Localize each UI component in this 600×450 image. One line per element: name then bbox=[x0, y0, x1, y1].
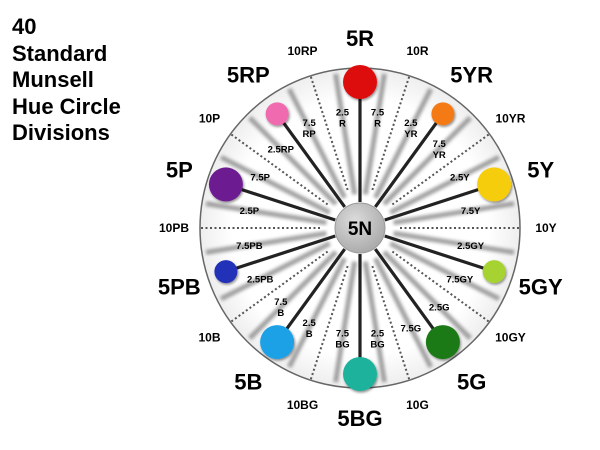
spoke-2-5-7-5-hue bbox=[362, 261, 387, 383]
spoke-2-5-7-5-hue bbox=[333, 73, 358, 195]
spoke-2-5-7-5-hue bbox=[373, 87, 434, 199]
major-hue-label-5bg: 5BG bbox=[337, 406, 382, 431]
spoke-10-hue bbox=[371, 265, 411, 380]
hue-label-7-5pb: 7.5PB bbox=[236, 241, 263, 252]
hue-dot-5b bbox=[260, 325, 295, 360]
hue-label-7-5gy: 7.5GY bbox=[446, 274, 474, 285]
hue-label-7-5p: 7.5P bbox=[250, 173, 270, 184]
hue-dot-5yr bbox=[431, 102, 455, 126]
hue-dot-layer bbox=[208, 65, 512, 391]
hue-label-7-5g: 7.5G bbox=[401, 323, 422, 334]
spoke-2-5-7-5-hue bbox=[219, 241, 331, 302]
major-hue-label-5gy: 5GY bbox=[519, 275, 563, 300]
spoke-10-hue bbox=[371, 76, 411, 191]
hue-dot-5y bbox=[477, 167, 512, 202]
hue-label-10yr: 10YR bbox=[495, 112, 525, 126]
hue-dot-5p bbox=[208, 167, 243, 202]
major-hue-label-5p: 5P bbox=[166, 157, 193, 182]
title-line-5: Divisions bbox=[12, 120, 110, 145]
hue-label-10pb: 10PB bbox=[159, 221, 189, 235]
hue-dot-5gy bbox=[482, 260, 506, 284]
spoke-2-5-7-5-hue bbox=[247, 115, 338, 206]
hue-label-2-5rp: 2.5RP bbox=[268, 144, 295, 155]
hue-label-7-5y: 7.5Y bbox=[461, 206, 481, 217]
spoke-2-5-7-5-hue bbox=[286, 257, 347, 369]
major-hue-label-5y: 5Y bbox=[527, 157, 554, 182]
hue-label-10y: 10Y bbox=[535, 221, 556, 235]
spoke-2-5-7-5-hue bbox=[205, 230, 327, 255]
hue-dot-5bg bbox=[343, 357, 377, 391]
diagram-title: 40 Standard Munsell Hue Circle Divisions bbox=[12, 14, 162, 147]
hue-dot-5rp bbox=[265, 102, 289, 126]
title-line-3: Munsell bbox=[12, 67, 94, 92]
title-line-2: Standard bbox=[12, 40, 108, 66]
spoke-10-hue bbox=[309, 265, 349, 380]
hue-label-2-5y: 2.5Y bbox=[450, 173, 470, 184]
spoke-10-hue bbox=[309, 76, 349, 191]
spoke-2-5-7-5-hue bbox=[247, 250, 338, 341]
spoke-2-5-7-5-hue bbox=[382, 250, 473, 341]
spoke-10-hue bbox=[230, 133, 329, 206]
spoke-2-5-7-5-hue bbox=[219, 154, 331, 215]
spoke-2-5-7-5-hue bbox=[393, 230, 515, 255]
title-line-1: 40 bbox=[12, 14, 37, 39]
label-layer: 5R 5YR 5Y 5GY 5G 5BG 5B 5PB 5P 5RP 10R 10YR 10Y 10GY 1… bbox=[158, 26, 563, 431]
neutral-center bbox=[334, 202, 386, 254]
major-hue-label-5pb: 5PB bbox=[158, 275, 201, 300]
spoke-2-5-7-5-hue bbox=[373, 257, 434, 369]
hue-label-2-5pb: 2.5PB bbox=[247, 274, 274, 285]
spoke-2-5-7-5-hue bbox=[205, 201, 327, 226]
major-hue-label-5g: 5G bbox=[457, 370, 486, 395]
hue-label-10b: 10B bbox=[199, 330, 221, 344]
spoke-2-5-7-5-hue bbox=[362, 73, 387, 195]
hue-label-2-5g: 2.5G bbox=[429, 303, 450, 314]
major-hue-label-5r: 5R bbox=[346, 26, 374, 51]
hue-label-10g: 10G bbox=[406, 398, 429, 412]
spoke-10-hue bbox=[391, 133, 490, 206]
hue-dot-5r bbox=[343, 65, 377, 99]
hue-label-10gy: 10GY bbox=[495, 330, 526, 344]
spoke-2-5-7-5-hue bbox=[333, 261, 358, 383]
major-hue-label-5rp: 5RP bbox=[227, 62, 270, 87]
hue-label-10p: 10P bbox=[199, 112, 220, 126]
major-hue-label-5yr: 5YR bbox=[450, 62, 493, 87]
spoke-2-5-7-5-hue bbox=[382, 115, 473, 206]
hue-label-10r: 10R bbox=[406, 44, 428, 58]
hue-label-2-5p: 2.5P bbox=[240, 206, 260, 217]
spoke-2-5-7-5-hue bbox=[389, 241, 501, 302]
spoke-2-5-7-5-hue bbox=[286, 87, 347, 199]
hue-dot-5pb bbox=[214, 260, 238, 284]
hue-label-10rp: 10RP bbox=[288, 44, 318, 58]
hue-label-10bg: 10BG bbox=[287, 398, 318, 412]
spoke-2-5-7-5-hue bbox=[393, 201, 515, 226]
hue-dot-5g bbox=[425, 325, 460, 360]
spoke-10-hue bbox=[230, 250, 329, 323]
spoke-10-hue bbox=[391, 250, 490, 323]
major-hue-label-5b: 5B bbox=[234, 370, 262, 395]
hue-label-2-5gy: 2.5GY bbox=[457, 241, 485, 252]
spoke-2-5-7-5-hue bbox=[389, 154, 501, 215]
title-line-4: Hue Circle bbox=[12, 93, 121, 119]
center-label: 5N bbox=[348, 219, 372, 240]
